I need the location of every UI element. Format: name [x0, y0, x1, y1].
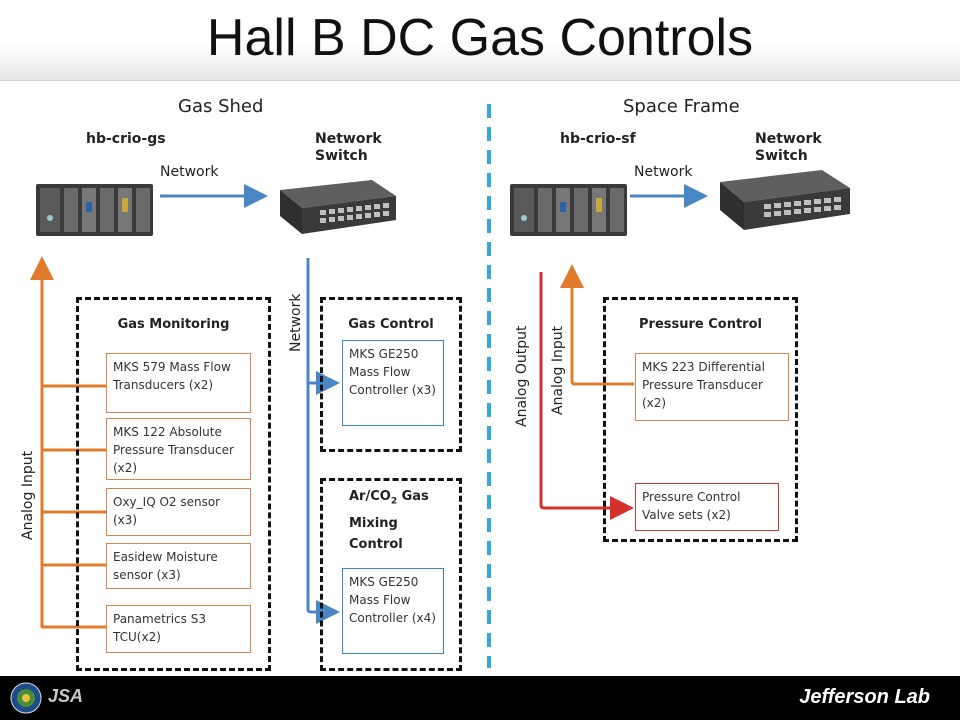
title-bar: Hall B DC Gas Controls: [0, 0, 960, 81]
network-link-label-right: Network: [634, 164, 693, 180]
mixing-title: Ar/CO2 Gas Mixing Control: [349, 489, 429, 552]
pressure-control-title: Pressure Control: [639, 317, 762, 332]
network-to-mixing: [306, 600, 340, 624]
doe-seal-icon: [10, 682, 42, 714]
analog-output-label: Analog Output: [514, 325, 530, 427]
section-gas-shed: Gas Shed: [178, 96, 264, 117]
gas-control-controller: MKS GE250 Mass Flow Controller (x3): [342, 340, 444, 426]
list-item: Easidew Moisture sensor (x3): [106, 543, 251, 589]
gas-monitoring-title: Gas Monitoring: [117, 317, 230, 332]
network-switch-icon: [720, 170, 850, 230]
crio-gs-label: hb-crio-gs: [86, 131, 166, 147]
analog-input-right-label: Analog Input: [550, 325, 566, 415]
network-link-label-left: Network: [160, 164, 219, 180]
switch-left-label: Network Switch: [315, 131, 382, 164]
section-space-frame: Space Frame: [623, 96, 740, 117]
jsa-logo-icon: JSA: [48, 686, 84, 706]
list-item: MKS 122 Absolute Pressure Transducer (x2…: [106, 418, 251, 480]
pressure-transducer-box: MKS 223 Differential Pressure Transducer…: [635, 353, 789, 421]
gas-control-title: Gas Control: [348, 317, 434, 332]
analog-input-right-line: [560, 264, 634, 386]
footer-bar: JSA Jefferson Lab: [0, 676, 960, 720]
analog-output-line: [539, 272, 634, 520]
gas-control-group: [320, 297, 462, 452]
jefferson-lab-logo: Jefferson Lab: [799, 686, 930, 708]
crio-chassis-icon: [36, 184, 153, 236]
mixing-controller: MKS GE250 Mass Flow Controller (x4): [342, 568, 444, 654]
list-item: Oxy_IQ O2 sensor (x3): [106, 488, 251, 536]
mixing-control-group: [320, 478, 462, 671]
crio-chassis-icon: [510, 184, 627, 236]
crio-sf-label: hb-crio-sf: [560, 131, 636, 147]
gas-monitoring-group: [76, 297, 271, 671]
pressure-control-group: [603, 297, 798, 542]
slide-title: Hall B DC Gas Controls: [206, 9, 754, 67]
analog-input-left-label: Analog Input: [20, 450, 36, 540]
network-vertical-label: Network: [288, 293, 304, 352]
switch-right-label: Network Switch: [755, 131, 822, 164]
list-item: Panametrics S3 TCU(x2): [106, 605, 251, 653]
pressure-valve-box: Pressure Control Valve sets (x2): [635, 483, 779, 531]
network-switch-icon: [280, 180, 396, 234]
list-item: MKS 579 Mass Flow Transducers (x2): [106, 353, 251, 413]
